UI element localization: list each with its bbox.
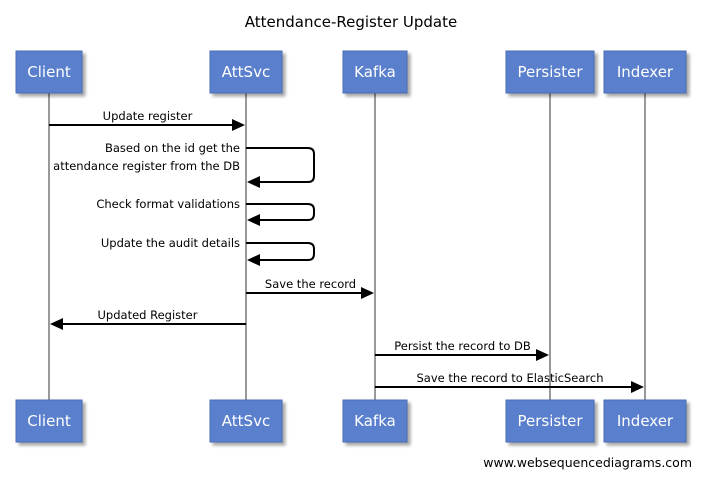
participant-top-client: Client: [15, 50, 83, 94]
message-2: Based on the id get the attendance regist…: [53, 141, 315, 188]
arrowhead: [631, 381, 644, 393]
message-label: Save the record: [265, 277, 356, 291]
message-7: Persist the record to DB: [375, 339, 549, 361]
participant-label: Client: [27, 63, 71, 81]
arrowhead: [536, 349, 549, 361]
participant-bottom-persister: Persister: [505, 399, 595, 443]
participant-top-indexer: Indexer: [603, 50, 687, 94]
self-loop-line: [246, 203, 315, 221]
message-8: Save the record to ElasticSearch: [375, 371, 644, 393]
participant-box: [603, 50, 687, 94]
message-6: Updated Register: [50, 308, 246, 330]
participant-box: [603, 399, 687, 443]
credit-text: www.websequencediagrams.com: [483, 455, 692, 470]
message-label: Update the audit details: [101, 236, 240, 250]
participant-label: Persister: [518, 63, 584, 81]
participant-label: Indexer: [617, 63, 674, 81]
message-1: Update register: [49, 109, 245, 131]
participant-top-attsvc: AttSvc: [209, 50, 283, 94]
participant-box: [209, 399, 283, 443]
participant-label: Kafka: [354, 63, 396, 81]
participant-box: [342, 399, 408, 443]
lifelines: [48, 93, 646, 400]
arrowhead: [232, 119, 245, 131]
participant-label: Client: [27, 412, 71, 430]
participant-label: Indexer: [617, 412, 674, 430]
participants-top: Client AttSvc Kafka Persister Indexer: [15, 50, 687, 94]
message-5: Save the record: [246, 277, 374, 299]
message-label: Based on the id get the: [105, 141, 240, 155]
message-label: attendance register from the DB: [53, 159, 240, 173]
arrowhead: [50, 318, 63, 330]
participant-label: AttSvc: [222, 63, 270, 81]
arrowhead: [247, 214, 260, 226]
arrowhead: [247, 176, 260, 188]
message-label: Update register: [103, 109, 193, 123]
self-loop-line: [246, 242, 315, 261]
arrowhead: [361, 287, 374, 299]
participant-box: [505, 50, 595, 94]
participant-box: [342, 50, 408, 94]
participant-box: [209, 50, 283, 94]
participant-bottom-kafka: Kafka: [342, 399, 408, 443]
diagram-title: Attendance-Register Update: [245, 13, 457, 31]
message-label: Save the record to ElasticSearch: [416, 371, 603, 385]
participants-bottom: Client AttSvc Kafka Persister Indexer: [15, 399, 687, 443]
participant-box: [15, 399, 83, 443]
arrowhead: [247, 254, 260, 266]
participant-label: Persister: [518, 412, 584, 430]
message-4: Update the audit details: [101, 236, 315, 266]
participant-top-kafka: Kafka: [342, 50, 408, 94]
participant-bottom-attsvc: AttSvc: [209, 399, 283, 443]
participant-bottom-indexer: Indexer: [603, 399, 687, 443]
participant-top-persister: Persister: [505, 50, 595, 94]
message-label: Updated Register: [98, 308, 198, 322]
message-3: Check format validations: [96, 197, 315, 226]
participant-label: AttSvc: [222, 412, 270, 430]
message-label: Persist the record to DB: [394, 339, 531, 353]
self-loop-line: [246, 147, 315, 183]
message-label: Check format validations: [96, 197, 240, 211]
participant-label: Kafka: [354, 412, 396, 430]
participant-box: [15, 50, 83, 94]
participant-box: [505, 399, 595, 443]
participant-bottom-client: Client: [15, 399, 83, 443]
